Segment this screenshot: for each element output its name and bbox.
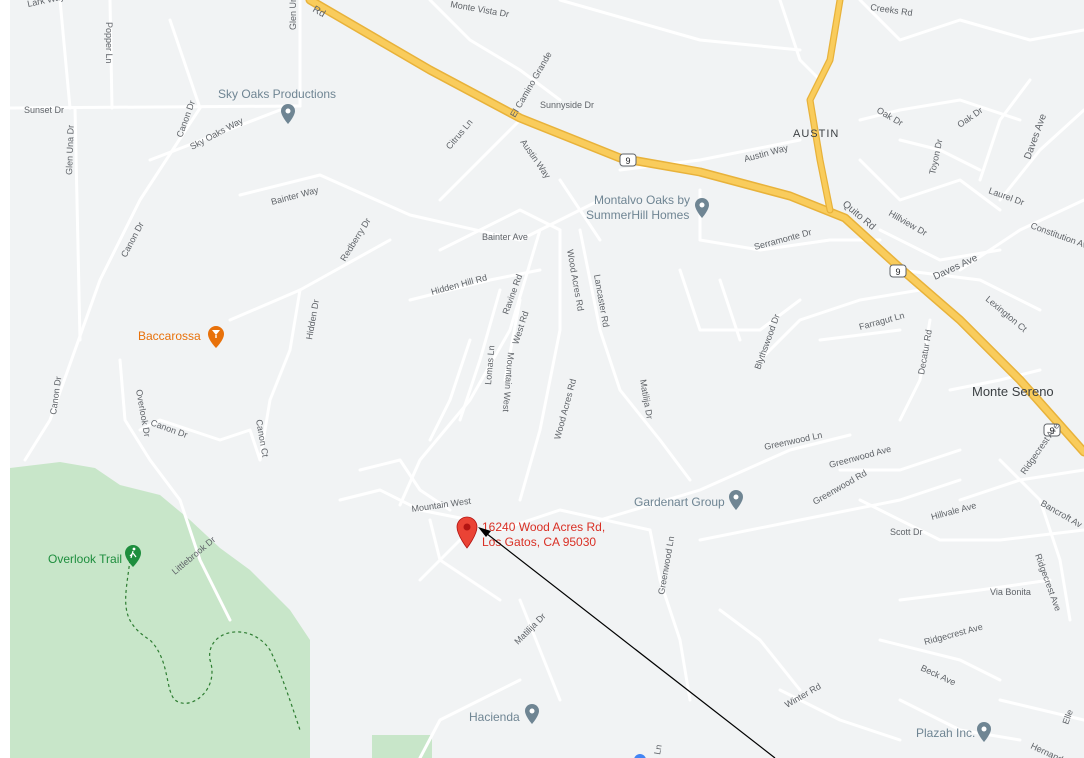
selected-location[interactable]: 16240 Wood Acres Rd, Los Gatos, CA 95030 bbox=[456, 516, 605, 549]
poi-plazah-inc[interactable]: Plazah Inc. bbox=[916, 722, 991, 742]
poi-label: Hacienda bbox=[469, 710, 520, 724]
svg-text:9: 9 bbox=[1049, 426, 1054, 436]
red-pin-icon bbox=[456, 516, 478, 549]
street-label: Via Bonita bbox=[990, 587, 1031, 597]
minor-roads bbox=[8, 0, 1084, 758]
street-label: Scott Dr bbox=[890, 527, 923, 537]
partial-marker-icon bbox=[634, 754, 646, 758]
location-marker-icon bbox=[977, 722, 991, 742]
bar-icon bbox=[208, 326, 224, 348]
highway-9 bbox=[305, 0, 1084, 457]
place-label-austin: AUSTIN bbox=[793, 128, 839, 140]
street-label: Ln bbox=[652, 744, 664, 756]
address-line-1: 16240 Wood Acres Rd, bbox=[482, 520, 605, 534]
svg-text:9: 9 bbox=[895, 267, 900, 277]
street-label: Popper Ln bbox=[104, 22, 114, 64]
park-area-2 bbox=[372, 735, 432, 758]
park-area bbox=[10, 462, 310, 758]
poi-baccarossa[interactable]: Baccarossa bbox=[138, 326, 224, 348]
street-label: Sunset Dr bbox=[24, 105, 64, 115]
poi-label: Sky Oaks Productions bbox=[218, 87, 336, 101]
annotation-arrow bbox=[478, 527, 776, 758]
poi-label: Plazah Inc. bbox=[916, 726, 975, 740]
poi-sky-oaks-productions[interactable]: Sky Oaks Productions bbox=[218, 87, 336, 124]
trail-path bbox=[125, 559, 301, 731]
poi-overlook-trail[interactable]: Overlook Trail bbox=[48, 545, 141, 567]
street-label: Glen Una Dr bbox=[64, 125, 76, 175]
location-marker-icon bbox=[729, 490, 743, 510]
hwy-shield: 9 bbox=[889, 264, 907, 278]
street-label: Bainter Ave bbox=[482, 232, 528, 242]
address-line-2: Los Gatos, CA 95030 bbox=[482, 535, 596, 549]
hiking-icon bbox=[125, 545, 141, 567]
street-label: Glen Una Dr bbox=[288, 0, 298, 30]
hwy-shield: 9 bbox=[619, 153, 637, 167]
location-marker-icon bbox=[525, 704, 539, 724]
poi-label: Gardenart Group bbox=[634, 495, 725, 509]
location-marker-icon bbox=[281, 104, 295, 124]
poi-montalvo-oaks[interactable]: Montalvo Oaks by SummerHill Homes bbox=[586, 193, 709, 222]
location-marker-icon bbox=[695, 198, 709, 218]
poi-hacienda[interactable]: Hacienda bbox=[469, 704, 539, 724]
poi-label: SummerHill Homes bbox=[586, 208, 689, 222]
hwy-shield: 9 bbox=[1043, 423, 1061, 437]
street-label: Lark Way bbox=[26, 0, 65, 9]
poi-label: Overlook Trail bbox=[48, 552, 122, 566]
poi-label: Montalvo Oaks by bbox=[594, 193, 690, 207]
place-label-monte-sereno: Monte Sereno bbox=[972, 384, 1054, 399]
street-label: Sunnyside Dr bbox=[540, 100, 594, 110]
street-label: Lomas Ln bbox=[483, 345, 496, 385]
svg-text:9: 9 bbox=[625, 156, 630, 166]
street-label: Elle bbox=[1060, 708, 1075, 726]
poi-gardenart-group[interactable]: Gardenart Group bbox=[634, 490, 743, 510]
poi-label: Baccarossa bbox=[138, 329, 201, 343]
